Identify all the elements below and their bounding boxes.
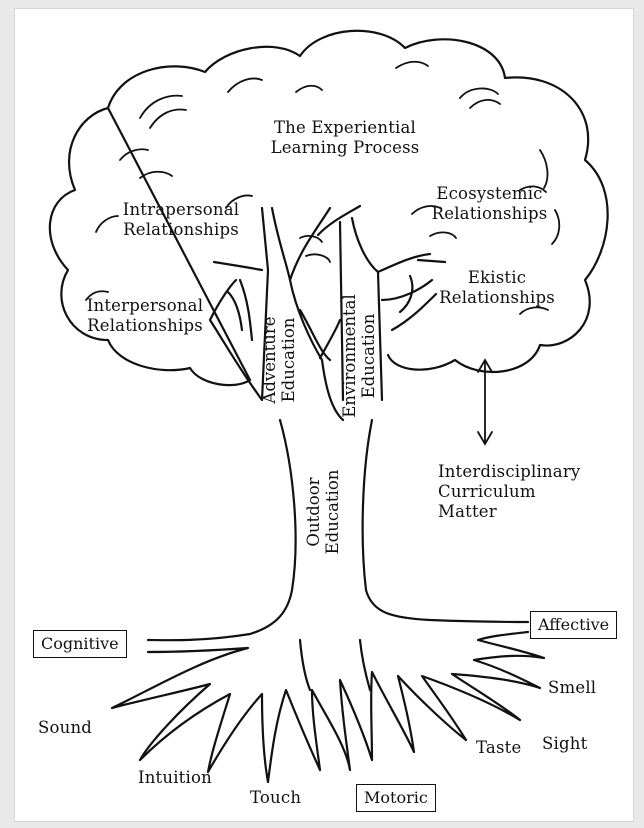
adventure-education-label: Adventure Education — [260, 300, 298, 420]
ekistic-line-1: Ekistic — [467, 268, 527, 287]
intrapersonal-line-1: Intrapersonal — [122, 200, 240, 219]
adventure-line-2: Education — [279, 317, 298, 403]
canopy-title-line-1: The Experiential — [273, 118, 417, 137]
trunk — [146, 418, 530, 642]
environmental-line-1: Environmental — [340, 294, 359, 418]
ecosystemic-line-2: Relationships — [431, 204, 548, 223]
interdisciplinary-line-3: Matter — [438, 502, 497, 521]
intuition-label: Intuition — [138, 768, 212, 787]
adventure-line-1: Adventure — [260, 316, 279, 404]
sight-label: Sight — [542, 734, 588, 753]
ekistic-label: Ekistic Relationships — [422, 268, 572, 308]
environmental-line-2: Education — [359, 313, 378, 399]
motoric-box: Motoric — [356, 784, 436, 812]
canopy-title: The Experiential Learning Process — [250, 118, 440, 158]
double-arrow — [477, 358, 493, 446]
intrapersonal-label: Intrapersonal Relationships — [106, 200, 256, 240]
canopy-outline — [48, 29, 609, 387]
outdoor-line-1: Outdoor — [304, 477, 323, 547]
interdisciplinary-label: Interdisciplinary Curriculum Matter — [438, 462, 580, 522]
interdisciplinary-line-1: Interdisciplinary — [438, 462, 581, 481]
environmental-education-label: Environmental Education — [340, 286, 378, 426]
taste-label: Taste — [476, 738, 522, 757]
intrapersonal-line-2: Relationships — [123, 220, 239, 239]
outdoor-line-2: Education — [323, 469, 342, 555]
interpersonal-line-2: Relationships — [87, 316, 203, 335]
smell-label: Smell — [548, 678, 597, 697]
affective-box: Affective — [530, 611, 618, 639]
touch-label: Touch — [250, 788, 302, 807]
ekistic-line-2: Relationships — [439, 288, 555, 307]
branches — [208, 204, 447, 422]
interpersonal-line-1: Interpersonal — [86, 296, 204, 315]
interdisciplinary-line-2: Curriculum — [438, 482, 536, 501]
ecosystemic-label: Ecosystemic Relationships — [412, 184, 567, 224]
roots — [110, 630, 546, 784]
canopy-title-line-2: Learning Process — [270, 138, 420, 157]
cognitive-box: Cognitive — [33, 630, 127, 658]
outdoor-education-label: Outdoor Education — [304, 452, 342, 572]
sound-label: Sound — [38, 718, 93, 737]
interpersonal-label: Interpersonal Relationships — [70, 296, 220, 336]
ecosystemic-line-1: Ecosystemic — [436, 184, 543, 203]
